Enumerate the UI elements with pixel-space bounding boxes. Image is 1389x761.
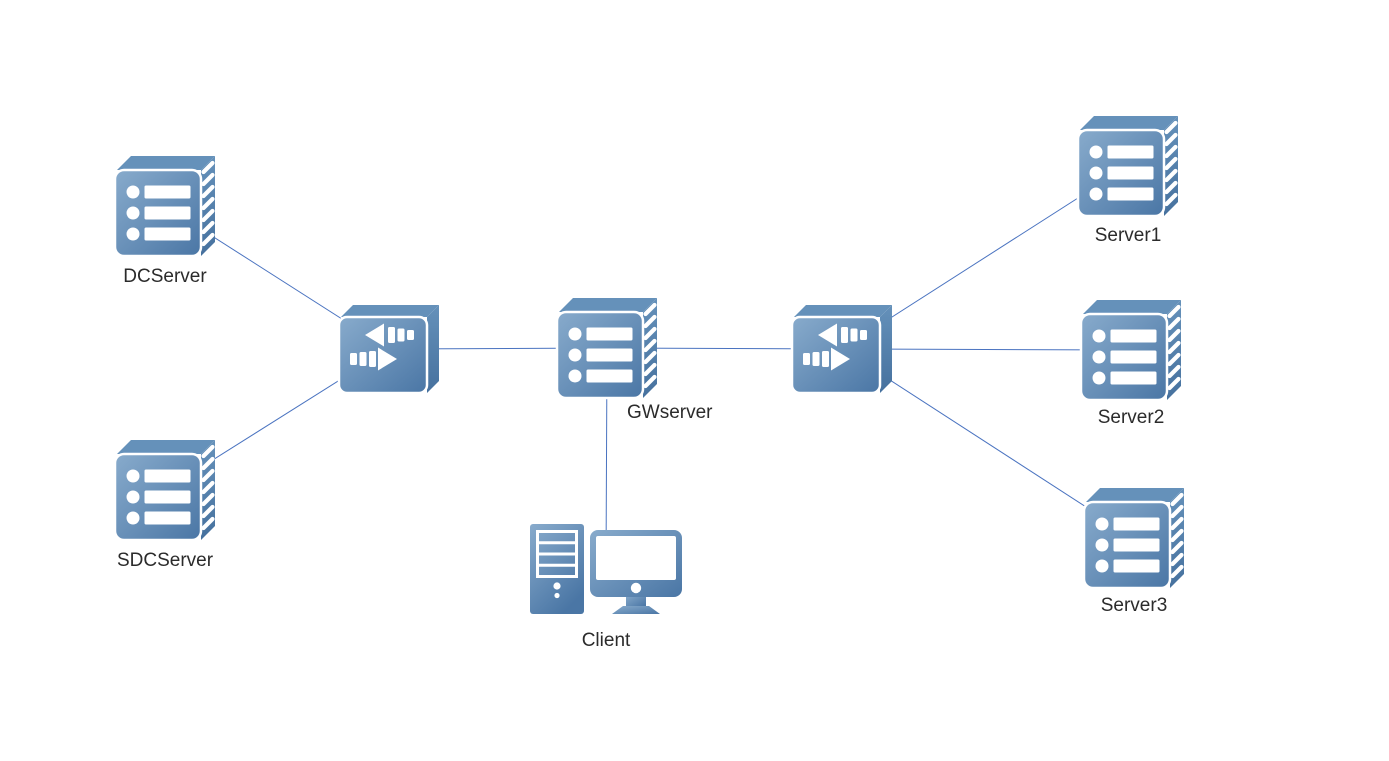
switch-side-face — [880, 305, 892, 393]
server-side-vents — [1170, 492, 1184, 579]
node-server2[interactable] — [1079, 298, 1183, 402]
node-label-server2: Server2 — [1097, 407, 1165, 428]
node-gwserver[interactable] — [555, 296, 659, 400]
node-label-server3: Server3 — [1100, 595, 1168, 616]
node-client[interactable] — [528, 522, 684, 614]
switch-arrows-glyph — [803, 323, 867, 371]
switch-arrows-glyph — [350, 323, 414, 371]
server-side-vents — [1167, 304, 1181, 391]
server-icon — [555, 298, 657, 400]
server-icon — [1082, 488, 1184, 590]
server-list-glyph — [1092, 329, 1157, 385]
server-icon — [113, 440, 215, 542]
server-list-glyph — [1095, 517, 1160, 573]
monitor-screen — [596, 536, 676, 580]
server-top-face — [1083, 300, 1181, 314]
switch-top-face — [341, 305, 439, 317]
server-side-vents — [201, 160, 215, 247]
switch-icon — [790, 305, 892, 395]
server-side-vents — [201, 444, 215, 531]
node-label-gwserver: GWserver — [627, 402, 713, 423]
node-switch2[interactable] — [790, 303, 894, 395]
server-top-face — [1086, 488, 1184, 502]
client-monitor — [590, 530, 682, 614]
server-side-vents — [1164, 120, 1178, 207]
switch-top-face — [794, 305, 892, 317]
server-top-face — [1080, 116, 1178, 130]
server-icon — [113, 156, 215, 258]
tower-buttons — [553, 582, 561, 599]
monitor-power-dot — [630, 582, 642, 594]
node-label-dcserver: DCServer — [123, 266, 207, 287]
switch-side-face — [427, 305, 439, 393]
node-server1[interactable] — [1076, 114, 1180, 218]
switch-icon — [337, 305, 439, 395]
server-list-glyph — [126, 185, 191, 241]
server-top-face — [117, 156, 215, 170]
server-side-vents — [643, 302, 657, 389]
tower-drive-bays — [536, 530, 578, 578]
monitor-icon — [590, 530, 682, 614]
node-switch1[interactable] — [337, 303, 441, 395]
node-label-server1: Server1 — [1094, 225, 1162, 246]
server-list-glyph — [1089, 145, 1154, 201]
client-tower — [530, 524, 584, 614]
server-icon — [1079, 300, 1181, 402]
server-list-glyph — [568, 327, 633, 383]
node-dcserver[interactable] — [113, 154, 217, 258]
server-icon — [1076, 116, 1178, 218]
node-label-sdcserver: SDCServer — [116, 550, 214, 571]
node-server3[interactable] — [1082, 486, 1186, 590]
monitor-stand — [612, 606, 660, 614]
node-label-client: Client — [581, 630, 631, 651]
tower-icon — [530, 524, 584, 614]
server-top-face — [117, 440, 215, 454]
server-top-face — [559, 298, 657, 312]
node-sdcserver[interactable] — [113, 438, 217, 542]
server-list-glyph — [126, 469, 191, 525]
